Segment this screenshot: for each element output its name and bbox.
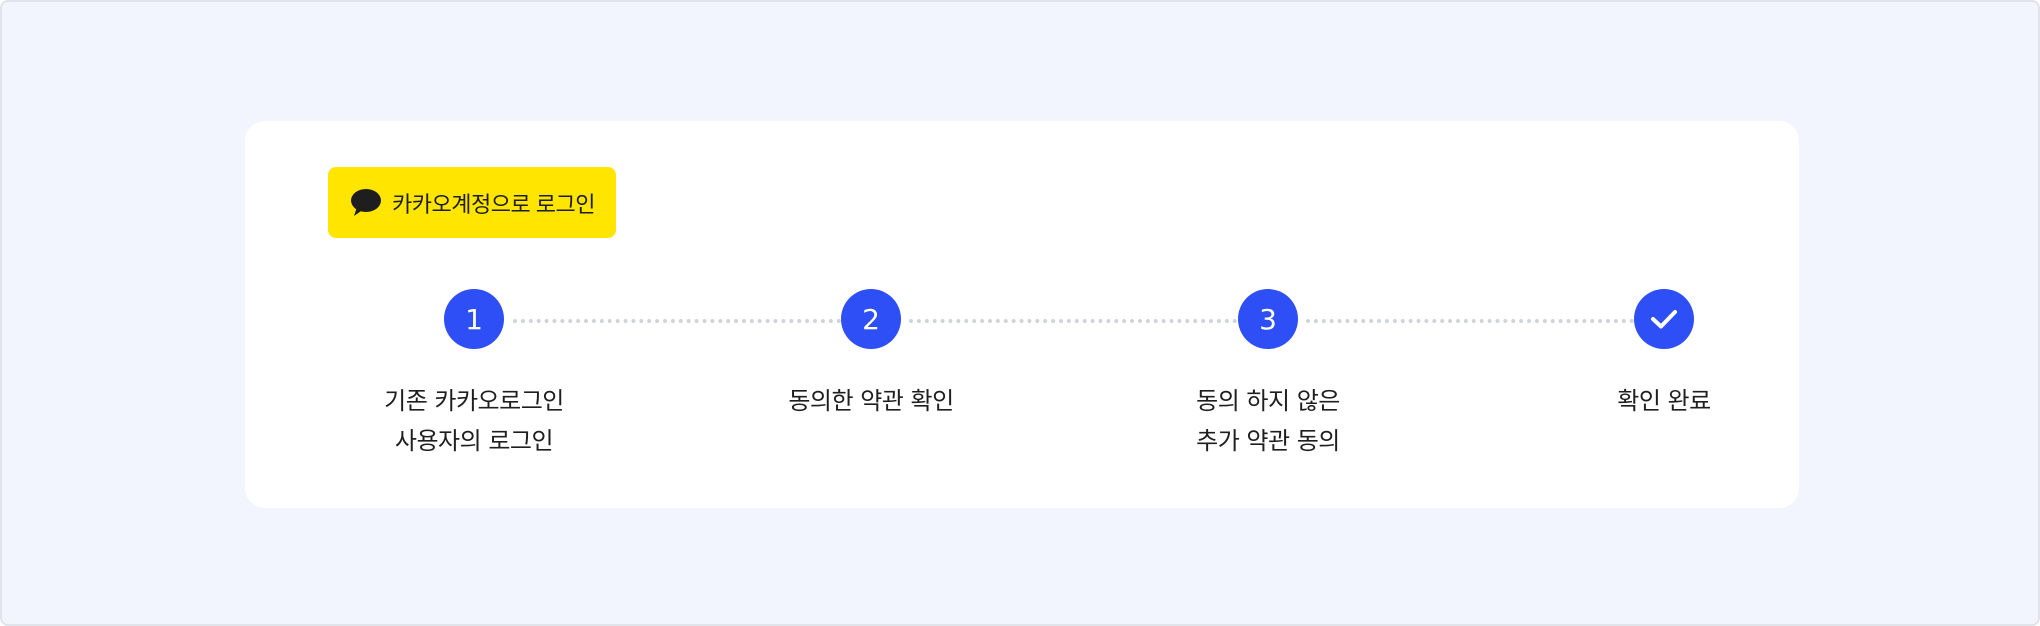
step-3-marker: 3	[1238, 289, 1298, 349]
step-3-label-line-2: 추가 약관 동의	[1196, 427, 1340, 455]
step-2-marker: 2	[841, 289, 901, 349]
step-4-label-line-1: 확인 완료	[1617, 387, 1711, 415]
step-2-label-line-1: 동의한 약관 확인	[788, 387, 954, 415]
check-icon	[1651, 310, 1677, 329]
step-4-marker	[1634, 289, 1694, 349]
step-2-label: 동의한 약관 확인	[711, 381, 1031, 421]
step-3-label: 동의 하지 않은 추가 약관 동의	[1108, 381, 1428, 461]
step-1-marker: 1	[444, 289, 504, 349]
step-4-label: 확인 완료	[1504, 381, 1824, 421]
step-1-label-line-2: 사용자의 로그인	[394, 427, 554, 455]
kakao-login-label: 카카오계정으로 로그인	[392, 191, 596, 217]
login-flow-card: 카카오계정으로 로그인 1 2 3 기존 카카오로그인 사용자의 로그인 동의한…	[245, 121, 1799, 508]
kakao-login-button[interactable]: 카카오계정으로 로그인	[328, 167, 616, 238]
speech-bubble-icon	[350, 188, 382, 218]
step-1-label-line-1: 기존 카카오로그인	[384, 387, 564, 415]
login-stepper: 1 2 3 기존 카카오로그인 사용자의 로그인 동의한 약관 확인 동의 하지…	[245, 121, 1799, 508]
step-3-label-line-1: 동의 하지 않은	[1196, 387, 1340, 415]
step-connector-3-4	[1306, 319, 1642, 323]
step-connector-1-2	[513, 319, 849, 323]
step-connector-2-3	[909, 319, 1245, 323]
step-1-label: 기존 카카오로그인 사용자의 로그인	[314, 381, 634, 461]
